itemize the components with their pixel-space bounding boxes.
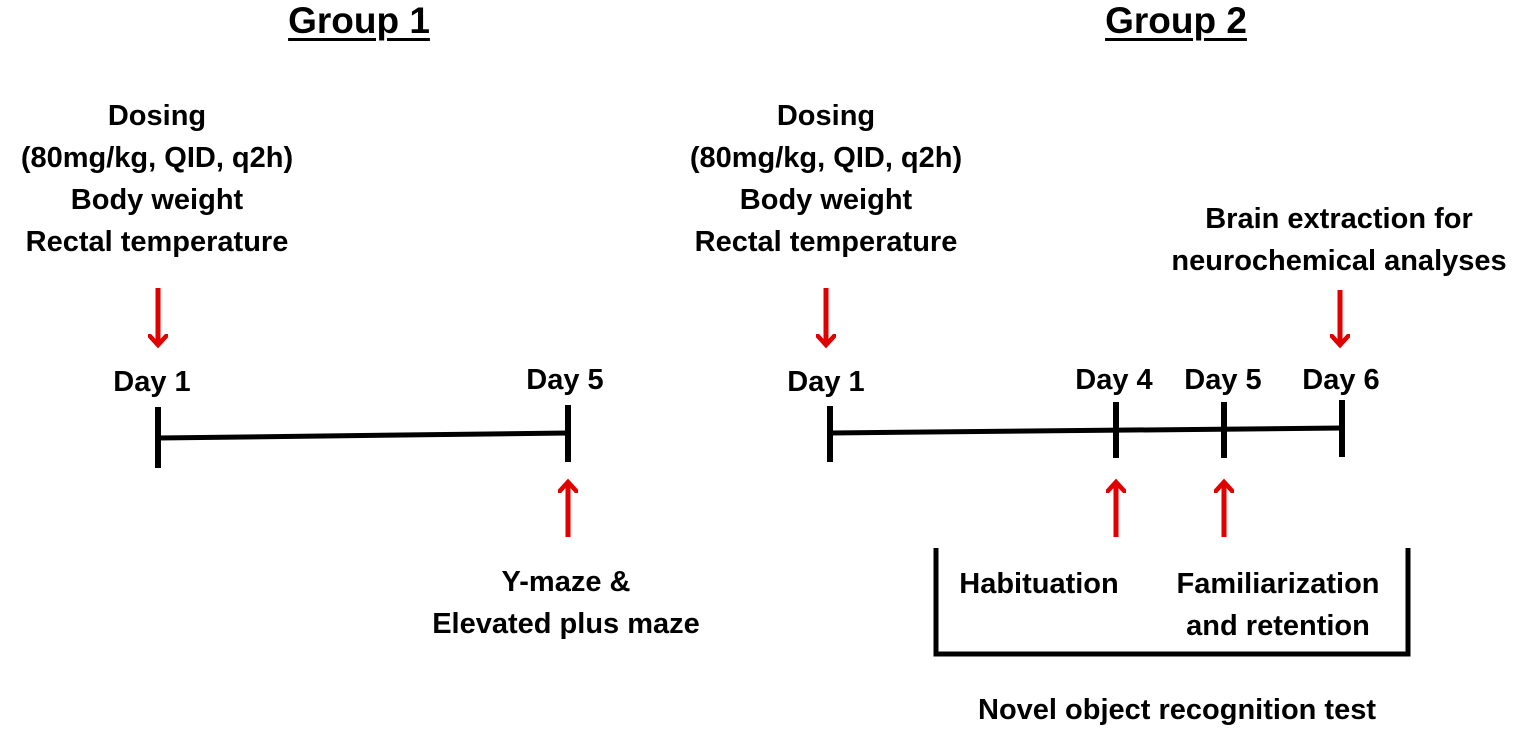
group2-timeline (827, 400, 1345, 462)
group1-tests-block: Y-maze & Elevated plus maze (432, 561, 700, 645)
group2-day5-label: Day 5 (1184, 364, 1262, 396)
nor-test-label: Novel object recognition test (978, 694, 1376, 726)
group2-day6-label: Day 6 (1302, 364, 1380, 396)
group1-day5-label: Day 5 (526, 364, 604, 396)
group1-body-weight: Body weight (70, 184, 244, 216)
group1-timeline (155, 405, 571, 468)
group2-brain-line1: Brain extraction for (1205, 203, 1473, 235)
group2-brain-line2: neurochemical analyses (1171, 245, 1507, 277)
group1-dosing-label: Dosing (107, 100, 207, 132)
group2-dosing-block: Dosing (80mg/kg, QID, q2h) Body weight R… (690, 95, 962, 263)
habituation-label: Habituation (959, 568, 1119, 600)
group2-brain-block: Brain extraction for neurochemical analy… (1171, 198, 1506, 282)
group2-dosing-label: Dosing (776, 100, 876, 132)
familiarization-line1: Familiarization (1176, 568, 1380, 600)
group1-epm-label: Elevated plus maze (432, 608, 700, 640)
group2-rectal-temperature: Rectal temperature (694, 226, 958, 258)
familiarization-block: Familiarization and retention (1176, 563, 1379, 647)
group1-dosing-block: Dosing (80mg/kg, QID, q2h) Body weight R… (21, 95, 293, 263)
group1-dosing-regimen: (80mg/kg, QID, q2h) (20, 142, 294, 174)
group1-day1-label: Day 1 (113, 366, 191, 398)
group1-title: Group 1 (288, 0, 430, 41)
group2-title: Group 2 (1105, 0, 1247, 41)
nor-test-bracket (933, 548, 1411, 657)
group1-timeline-bar (157, 430, 569, 441)
familiarization-line2: and retention (1186, 610, 1370, 642)
group2-day1-label: Day 1 (787, 366, 865, 398)
group2-timeline-bar (829, 425, 1343, 436)
group2-dosing-regimen: (80mg/kg, QID, q2h) (689, 142, 963, 174)
group2-body-weight: Body weight (739, 184, 913, 216)
group2-day4-label: Day 4 (1075, 364, 1153, 396)
group1-ymaze-label: Y-maze & (501, 566, 631, 598)
group1-rectal-temperature: Rectal temperature (25, 226, 289, 258)
